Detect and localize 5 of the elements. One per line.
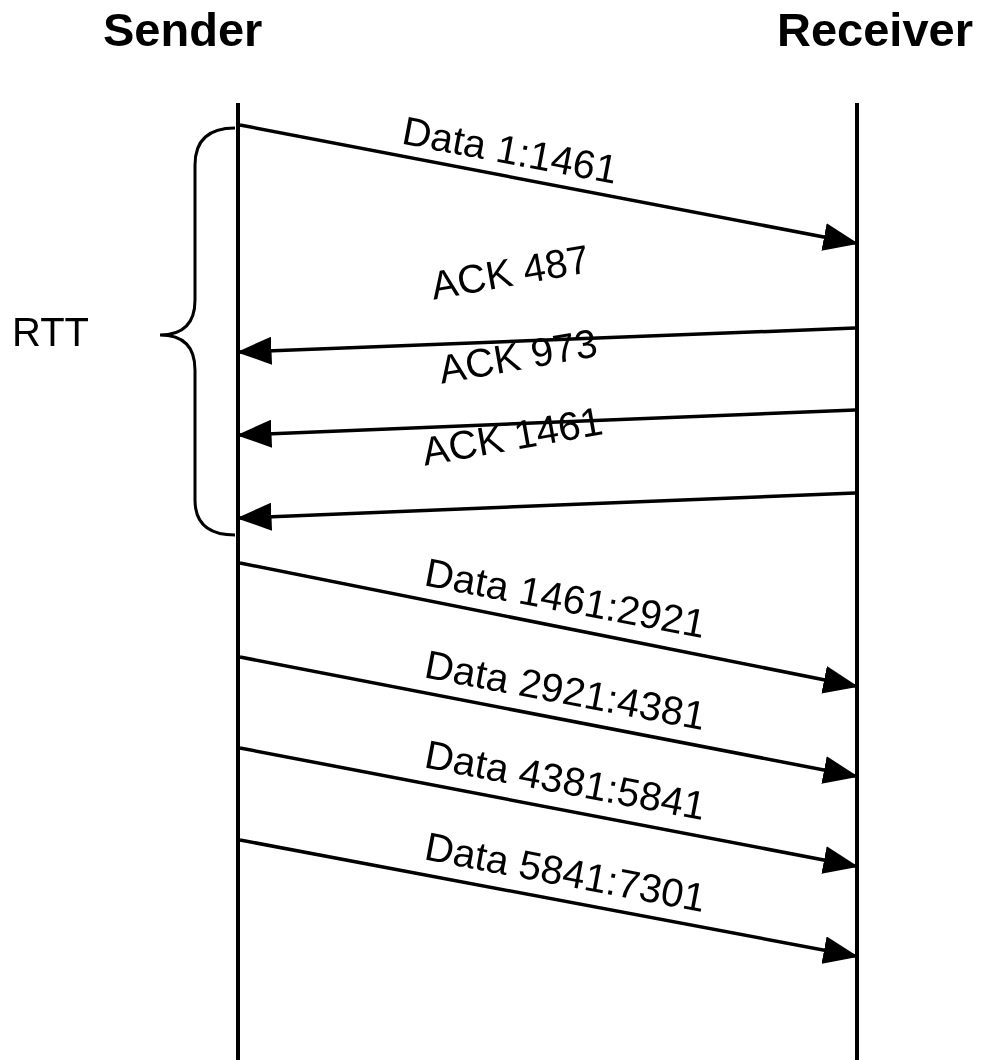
lifeline-heading: Sender bbox=[103, 2, 263, 57]
edge-label: ACK 487 bbox=[427, 235, 593, 309]
edge-label: Data 1:1461 bbox=[398, 107, 622, 193]
lifeline-heading: Receiver bbox=[777, 2, 973, 57]
interval-label: RTT bbox=[12, 310, 90, 355]
